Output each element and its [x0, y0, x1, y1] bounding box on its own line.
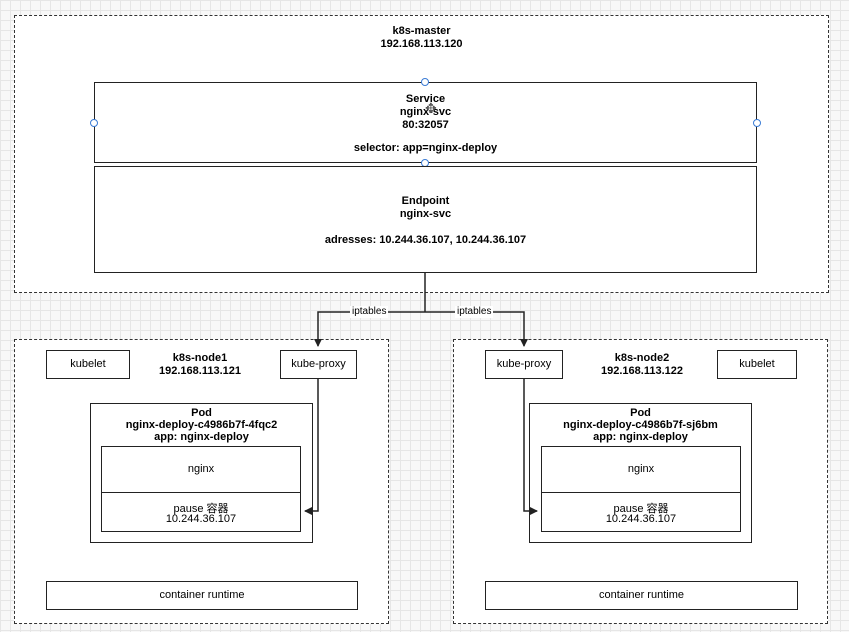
node2-pod-title: Pod — [630, 407, 651, 419]
node2-pause-ip: 10.244.36.107 — [605, 513, 677, 525]
node2-pause-label: pause 容器 — [613, 503, 669, 515]
master-ip: 192.168.113.120 — [380, 38, 463, 50]
selection-handle-top[interactable] — [421, 78, 429, 86]
service-box[interactable]: Service nginx-svc 80:32057 selector: app… — [94, 82, 757, 163]
endpoint-box[interactable]: Endpoint nginx-svc adresses: 10.244.36.1… — [94, 166, 757, 273]
node1-kube-proxy-label: kube-proxy — [291, 358, 346, 370]
node2-container-runtime[interactable]: container runtime — [485, 581, 798, 610]
node1-kubelet-label: kubelet — [70, 358, 106, 370]
node1-nginx-label: nginx — [187, 463, 215, 475]
node2-name: k8s-node2 — [614, 352, 670, 364]
node1-name: k8s-node1 — [172, 352, 228, 364]
node2-kubelet[interactable]: kubelet — [717, 350, 797, 379]
node2-ip: 192.168.113.122 — [601, 365, 683, 377]
node2-kube-proxy[interactable]: kube-proxy — [485, 350, 563, 379]
service-name: nginx-svc — [399, 106, 452, 118]
node2-nginx-label: nginx — [627, 463, 655, 475]
node1-pause-label: pause 容器 — [173, 503, 229, 515]
selection-handle-right[interactable] — [753, 119, 761, 127]
node1-pause-container[interactable]: pause 容器 10.244.36.107 — [101, 492, 301, 532]
node2-nginx-container[interactable]: nginx — [541, 446, 741, 493]
node2-runtime-label: container runtime — [599, 589, 684, 601]
service-title: Service — [405, 93, 446, 105]
service-ports: 80:32057 — [402, 119, 449, 131]
node1-container-runtime[interactable]: container runtime — [46, 581, 358, 610]
node1-ip: 192.168.113.121 — [159, 365, 241, 377]
node1-kube-proxy[interactable]: kube-proxy — [280, 350, 357, 379]
node1-runtime-label: container runtime — [159, 589, 245, 601]
move-cursor-icon: ✥ — [425, 100, 437, 116]
iptables-label-left: iptables — [350, 306, 389, 318]
master-name: k8s-master — [392, 25, 451, 37]
node2-pod-name: nginx-deploy-c4986b7f-sj6bm — [563, 419, 718, 431]
service-selector: selector: app=nginx-deploy — [353, 142, 498, 154]
node2-pause-container[interactable]: pause 容器 10.244.36.107 — [541, 492, 741, 532]
iptables-label-right: iptables — [455, 306, 494, 318]
node2-pod-label: app: nginx-deploy — [593, 431, 688, 443]
node2-kubelet-label: kubelet — [739, 358, 775, 370]
node1-pod-name: nginx-deploy-c4986b7f-4fqc2 — [125, 419, 278, 431]
endpoint-title: Endpoint — [401, 195, 450, 207]
node1-pod-title: Pod — [191, 407, 212, 419]
node1-kubelet[interactable]: kubelet — [46, 350, 130, 379]
node1-nginx-container[interactable]: nginx — [101, 446, 301, 493]
node1-pod-label: app: nginx-deploy — [154, 431, 249, 443]
selection-handle-left[interactable] — [90, 119, 98, 127]
endpoint-name: nginx-svc — [399, 208, 452, 220]
node1-pause-ip: 10.244.36.107 — [165, 513, 237, 525]
node2-kube-proxy-label: kube-proxy — [496, 358, 552, 370]
endpoint-addresses: adresses: 10.244.36.107, 10.244.36.107 — [324, 234, 527, 246]
